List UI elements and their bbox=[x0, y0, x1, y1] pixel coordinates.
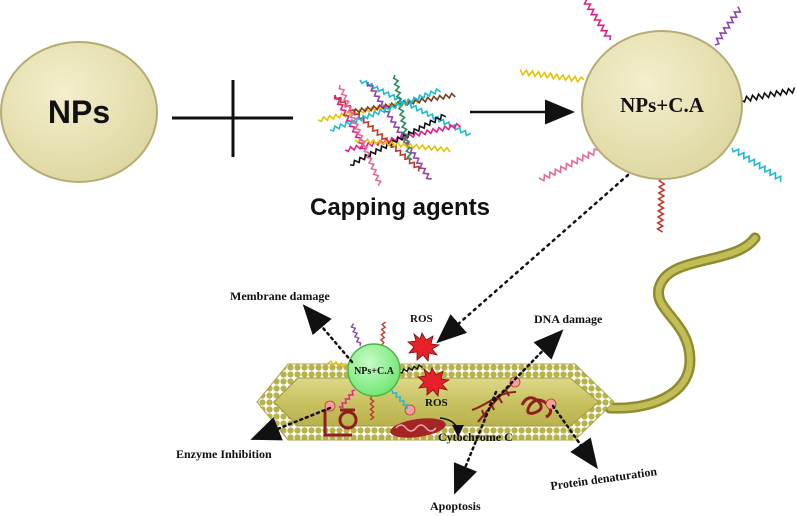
capping-agents-label: Capping agents bbox=[310, 194, 490, 221]
nps-ca-particle bbox=[581, 30, 743, 180]
protein-denaturation-label: Protein denaturation bbox=[549, 464, 658, 493]
dna-damage-label: DNA damage bbox=[534, 312, 603, 326]
nps-particle bbox=[0, 41, 158, 183]
dna-damage-arrow bbox=[488, 329, 564, 407]
small-np-squiggles bbox=[327, 321, 423, 421]
enzyme-inhibition-label: Enzyme Inhibition bbox=[176, 447, 272, 461]
plus-icon bbox=[172, 80, 293, 157]
ros-top-label: ROS bbox=[410, 313, 433, 325]
small-np-label: NPs+C.A bbox=[354, 366, 395, 377]
protein-arrow bbox=[551, 404, 598, 470]
cytochrome-c-label: Cytochrome C bbox=[438, 430, 513, 444]
small-np bbox=[347, 343, 401, 397]
ros-bottom-label: ROS bbox=[425, 397, 448, 409]
apoptosis-label: Apoptosis bbox=[430, 499, 481, 513]
capping-agents-icon bbox=[317, 74, 472, 187]
membrane-damage-label: Membrane damage bbox=[230, 289, 330, 303]
mitochondrion-icon bbox=[390, 418, 446, 438]
enzyme-icon bbox=[323, 408, 358, 437]
ros-burst-bottom bbox=[417, 367, 451, 397]
nps-label: NPs bbox=[48, 94, 110, 130]
nps-ca-label: NPs+C.A bbox=[620, 93, 705, 117]
enzyme-arrow bbox=[250, 406, 332, 441]
membrane-damage-arrow bbox=[302, 304, 354, 364]
apoptosis-arrow bbox=[453, 390, 498, 495]
cytochrome-arrow bbox=[439, 417, 464, 437]
ros-burst-top bbox=[407, 332, 441, 362]
capping-squiggles bbox=[519, 0, 796, 233]
attack-arrow bbox=[436, 173, 630, 344]
